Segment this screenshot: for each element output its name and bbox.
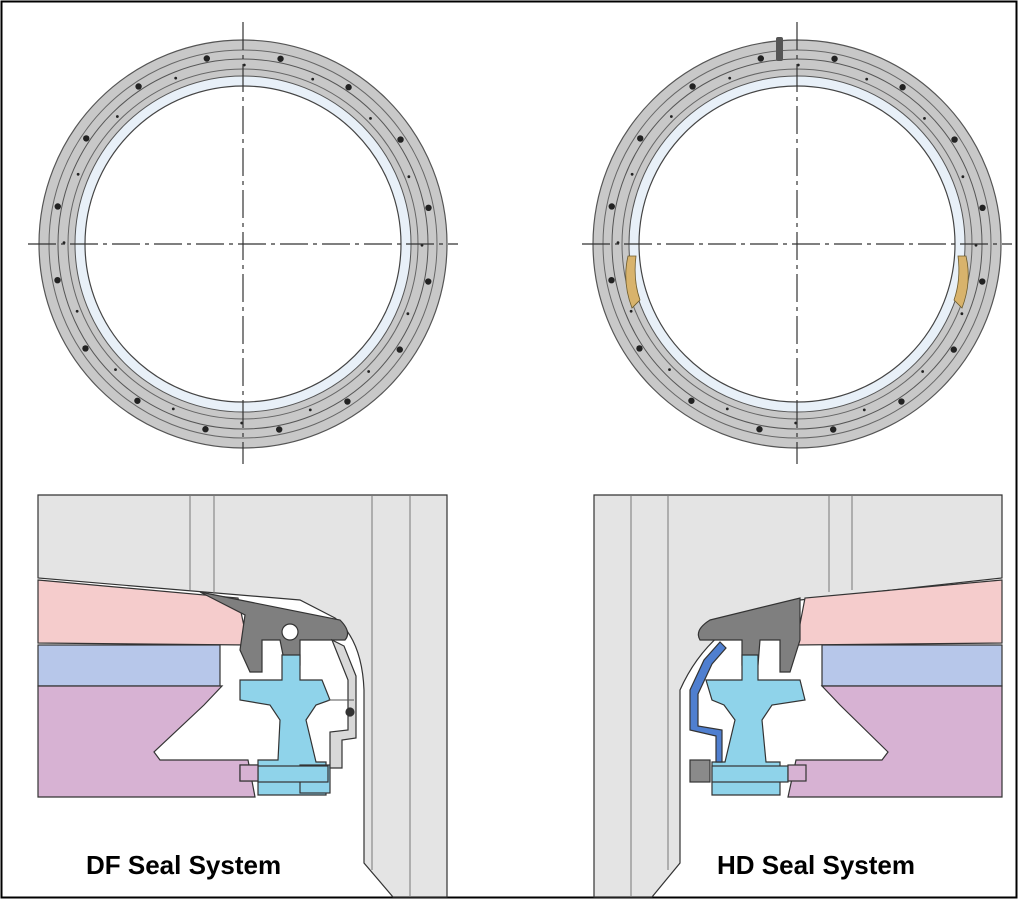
bolt-hole [756,426,763,433]
small-hole [367,370,371,373]
small-hole [923,116,926,120]
df-seal-cross-section [37,494,448,898]
hd-purple-body [787,685,1003,798]
bolt-hole [979,278,986,285]
bolt-hole [396,346,403,353]
bolt-hole [757,55,765,62]
small-hole [174,76,178,80]
small-hole [921,370,925,373]
hd-ring-top-view [582,22,1012,464]
bolt-hole [979,204,986,212]
small-hole [311,77,315,81]
bolt-hole [636,345,643,352]
small-hole [794,421,798,425]
bolt-hole [688,397,695,404]
hd-clamp [689,759,711,783]
small-hole [862,408,866,412]
df-bolt-holes [54,55,432,433]
bolt-hole [397,136,404,143]
small-hole [308,408,312,412]
hd-bolt-holes [608,55,986,433]
df-purple-body [37,685,256,798]
hd-insert-right [953,255,969,309]
hd-seal-lip [697,597,801,673]
hd-top-port [776,37,783,61]
bolt-hole [689,83,696,90]
small-hole [725,407,729,411]
small-hole [242,63,246,67]
bolt-hole [898,398,905,405]
small-hole [974,243,978,247]
bolt-hole [950,346,957,353]
small-hole [629,309,633,313]
bolt-hole [275,426,283,433]
bolt-hole [54,276,61,284]
bolt-hole [637,135,644,142]
bolt-hole [135,83,142,90]
bolt-hole [425,278,432,285]
bolt-hole [134,397,141,404]
bolt-hole [203,55,211,62]
small-hole [796,63,800,67]
small-hole [114,368,117,372]
hd-blue-spring [689,641,727,763]
bolt-hole [899,84,906,91]
bolt-hole [425,204,432,212]
small-hole [420,243,424,247]
small-hole [115,115,119,118]
bolt-hole [608,276,615,284]
hd-seal-cross-section [593,494,1003,898]
small-hole [960,312,964,316]
df-cyan-seal [239,654,331,796]
bolt-hole [951,136,958,143]
bolt-hole [608,203,615,210]
bolt-hole [345,84,352,91]
bolt-hole [829,426,837,433]
small-hole [76,172,80,176]
small-hole [630,172,634,176]
small-hole [668,368,671,372]
small-hole [669,115,673,118]
small-hole [616,241,620,245]
df-spring-clip [329,638,357,769]
bolt-hole [83,135,90,142]
hd-blue-layer [821,644,1003,687]
bolt-hole [82,345,89,352]
bolt-hole [831,55,838,62]
small-hole [75,309,79,313]
bolt-hole [277,55,284,62]
hd-cyan-seal [705,654,806,796]
small-hole [961,175,965,179]
df-seal-lip [199,591,349,673]
hd-caption: HD Seal System [717,850,915,880]
small-hole [728,76,732,80]
small-hole [865,77,869,81]
bolt-hole [202,426,209,433]
small-hole [240,421,244,425]
df-caption: DF Seal System [86,850,282,880]
df-ring-top-view [28,22,458,464]
small-hole [62,241,66,245]
small-hole [406,312,410,316]
bolt-hole [344,398,351,405]
bolt-hole [54,203,61,210]
hd-insert-left [625,255,641,309]
small-hole [369,116,372,120]
small-hole [407,175,411,179]
hd-bolt [711,765,789,783]
df-blue-layer [37,644,221,687]
small-hole [171,407,175,411]
df-bolt [257,765,329,783]
